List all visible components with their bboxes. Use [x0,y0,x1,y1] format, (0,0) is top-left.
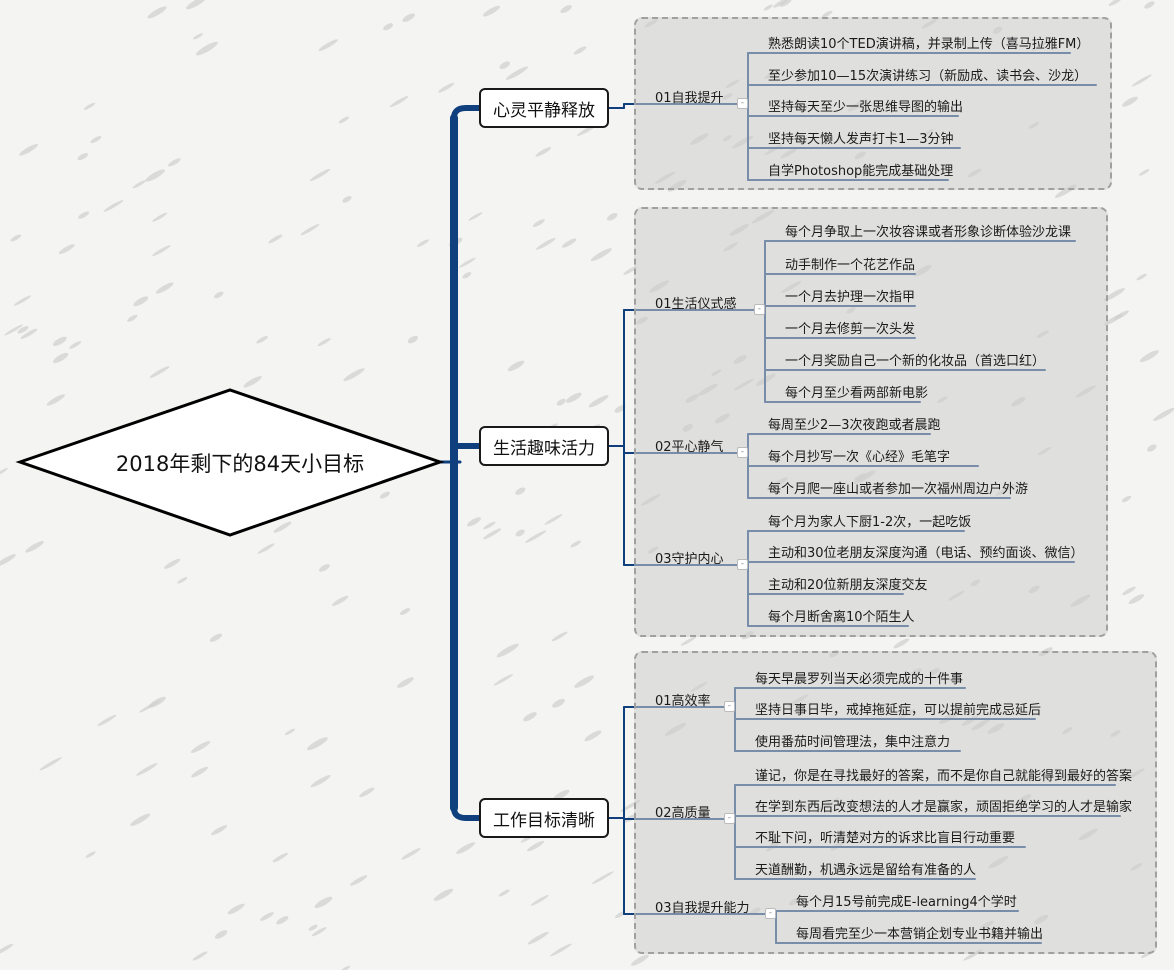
root-title: 2018年剩下的84天小目标 [115,452,365,476]
collapse-toggle[interactable]: - [724,813,735,824]
leaf-item-3-2-1[interactable]: 谨记，你是在寻找最好的答案，而不是你自己就能得到最好的答案 [755,769,1133,784]
collapse-toggle[interactable]: - [754,304,765,315]
leaf-item-1-1-3[interactable]: 坚持每天至少一张思维导图的输出 [768,100,964,115]
leaf-item-2-1-5[interactable]: 一个月奖励自己一个新的化妆品（首选口红） [785,354,1046,369]
leaf-item-2-3-1[interactable]: 每个月为家人下厨1-2次，一起吃饭 [768,515,972,530]
leaf-item-3-1-2[interactable]: 坚持日事日毕，戒掉拖延症，可以提前完成忌延后 [755,703,1042,718]
leaf-item-1-1-5[interactable]: 自学Photoshop能完成基础处理 [768,164,954,179]
category-3-3[interactable]: 03自我提升能力 [655,901,750,916]
leaf-item-2-2-2[interactable]: 每个月抄写一次《心经》毛笔字 [768,450,951,465]
leaf-item-3-3-1[interactable]: 每个月15号前完成E-learning4个学时 [796,895,1017,910]
leaf-item-2-2-3[interactable]: 每个月爬一座山或者参加一次福州周边户外游 [768,482,1029,497]
leaf-item-3-1-3[interactable]: 使用番茄时间管理法，集中注意力 [755,735,951,750]
leaf-item-2-2-1[interactable]: 每周至少2—3次夜跑或者晨跑 [768,418,941,433]
leaf-item-2-1-1[interactable]: 每个月争取上一次妆容课或者形象诊断体验沙龙课 [785,225,1072,240]
collapse-toggle[interactable]: - [765,908,776,919]
category-3-2[interactable]: 02高质量 [655,806,711,821]
category-2-3[interactable]: 03守护内心 [655,552,724,567]
leaf-item-3-1-1[interactable]: 每天早晨罗列当天必须完成的十件事 [755,672,964,687]
branch-node-2[interactable]: 生活趣味活力 [479,426,609,466]
group-box-1 [634,17,1112,190]
category-1-1[interactable]: 01自我提升 [655,91,724,106]
collapse-toggle[interactable]: - [737,559,748,570]
leaf-item-2-1-6[interactable]: 每个月至少看两部新电影 [785,386,929,401]
collapse-toggle[interactable]: - [737,447,748,458]
leaf-item-2-3-2[interactable]: 主动和30位老朋友深度沟通（电话、预约面谈、微信） [768,546,1084,561]
leaf-item-1-1-1[interactable]: 熟悉朗读10个TED演讲稿，并录制上传（喜马拉雅FM） [768,37,1090,52]
collapse-toggle[interactable]: - [724,701,735,712]
leaf-item-2-1-2[interactable]: 动手制作一个花艺作品 [785,258,916,273]
category-3-1[interactable]: 01高效率 [655,694,711,709]
leaf-item-2-3-3[interactable]: 主动和20位新朋友深度交友 [768,578,928,593]
leaf-item-2-1-4[interactable]: 一个月去修剪一次头发 [785,322,916,337]
group-box-3 [634,651,1157,954]
category-2-2[interactable]: 02平心静气 [655,440,724,455]
leaf-item-2-1-3[interactable]: 一个月去护理一次指甲 [785,290,916,305]
group-box-2 [634,207,1108,637]
leaf-item-3-2-3[interactable]: 不耻下问，听清楚对方的诉求比盲目行动重要 [755,831,1016,846]
leaf-item-1-1-4[interactable]: 坚持每天懒人发声打卡1—3分钟 [768,132,954,147]
leaf-item-3-2-4[interactable]: 天道酬勤，机遇永远是留给有准备的人 [755,863,977,878]
leaf-item-1-1-2[interactable]: 至少参加10—15次演讲练习（新励成、读书会、沙龙） [768,69,1088,84]
collapse-toggle[interactable]: - [737,98,748,109]
category-2-1[interactable]: 01生活仪式感 [655,297,737,312]
leaf-item-3-3-2[interactable]: 每周看完至少一本营销企划专业书籍并输出 [796,927,1044,942]
leaf-item-2-3-4[interactable]: 每个月断舍离10个陌生人 [768,610,915,625]
leaf-item-3-2-2[interactable]: 在学到东西后改变想法的人才是赢家，顽固拒绝学习的人才是输家 [755,800,1133,815]
branch-node-3[interactable]: 工作目标清晰 [479,798,609,838]
branch-node-1[interactable]: 心灵平静释放 [479,88,609,128]
